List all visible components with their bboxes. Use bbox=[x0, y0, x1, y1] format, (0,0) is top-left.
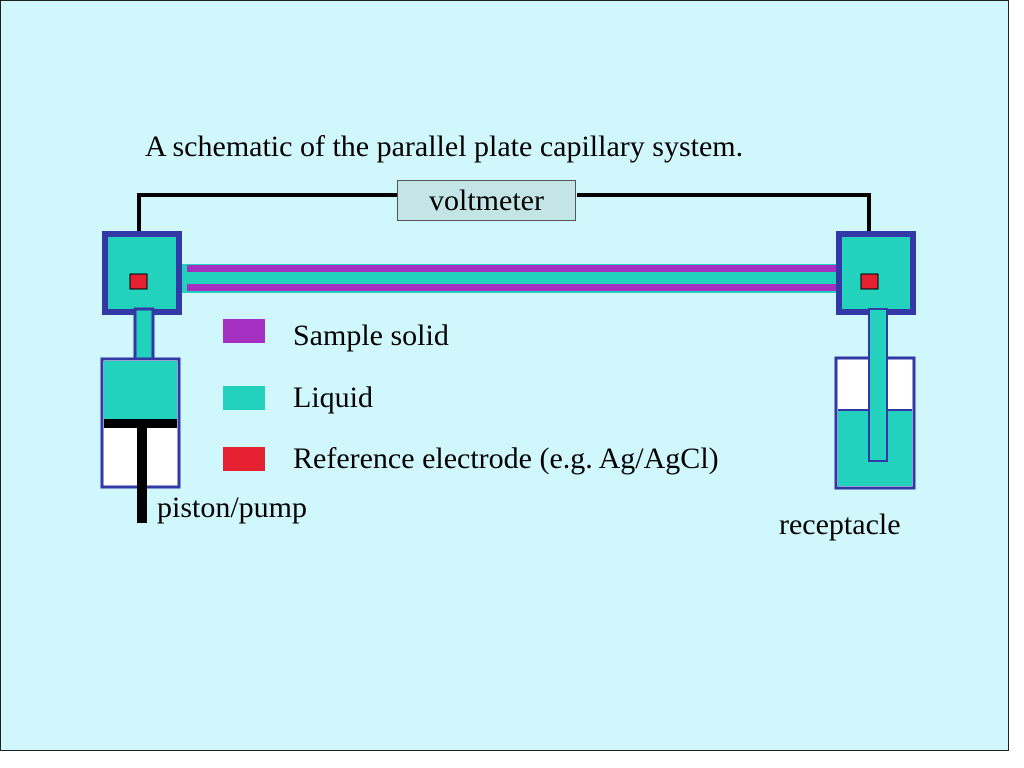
left-reference-electrode bbox=[129, 273, 148, 290]
legend-swatch-liquid bbox=[223, 386, 265, 410]
piston-head bbox=[104, 419, 177, 428]
outlet-tube bbox=[868, 308, 888, 462]
sample-solid-bottom-plate bbox=[187, 284, 837, 291]
right-reservoir bbox=[836, 231, 916, 315]
capillary-schematic bbox=[100, 193, 916, 523]
left-neck bbox=[133, 307, 155, 363]
pump-liquid bbox=[104, 361, 177, 419]
piston-pump-label: piston/pump bbox=[157, 491, 308, 524]
slide: A schematic of the parallel plate capill… bbox=[0, 0, 1009, 751]
legend-label-sample-solid: Sample solid bbox=[293, 319, 449, 352]
legend-label-liquid: Liquid bbox=[293, 381, 373, 414]
diagram-title: A schematic of the parallel plate capill… bbox=[145, 130, 744, 163]
left-reservoir bbox=[102, 231, 182, 315]
voltmeter: voltmeter bbox=[397, 180, 576, 221]
sample-solid-top-plate bbox=[187, 265, 837, 272]
legend-swatch-reference-electrode bbox=[223, 447, 265, 471]
receptacle-label: receptacle bbox=[779, 508, 901, 541]
piston-rod bbox=[137, 426, 147, 523]
legend-label-reference-electrode: Reference electrode (e.g. Ag/AgCl) bbox=[293, 442, 719, 475]
legend-swatch-sample-solid bbox=[223, 319, 265, 343]
voltmeter-label: voltmeter bbox=[429, 183, 544, 217]
right-reference-electrode bbox=[860, 273, 879, 290]
